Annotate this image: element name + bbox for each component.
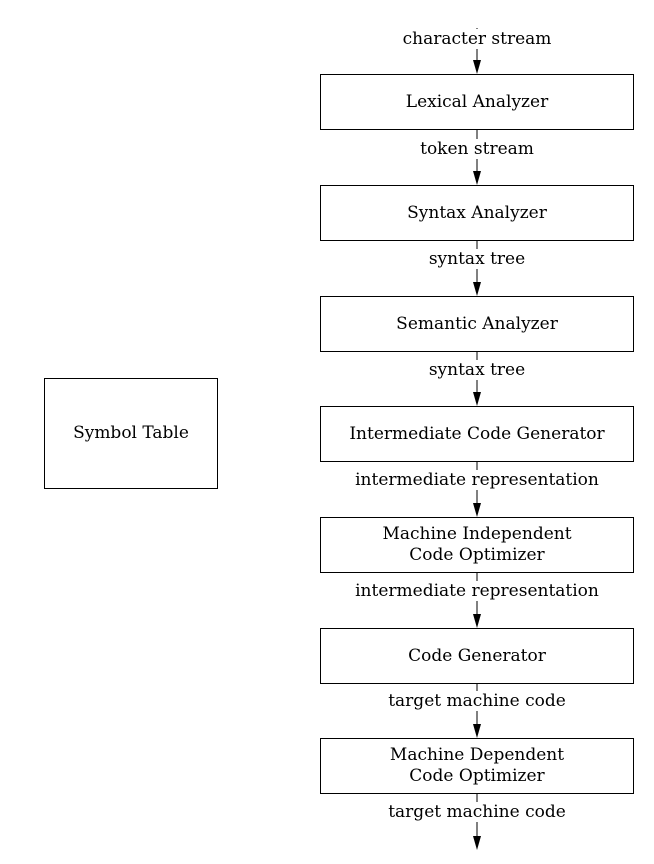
stream-label-target-machine-code: target machine code bbox=[300, 802, 654, 822]
phase-intermediate-code-generator: Intermediate Code Generator bbox=[320, 406, 634, 462]
phase-machine-independent-code-optimizer: Machine Independent Code Optimizer bbox=[320, 517, 634, 573]
phase-line: Lexical Analyzer bbox=[405, 91, 549, 112]
stream-label-token: token stream bbox=[300, 139, 654, 159]
phase-line: Machine Independent bbox=[382, 524, 572, 544]
arrowhead bbox=[473, 614, 481, 628]
phase-line: Code Generator bbox=[408, 645, 546, 666]
arrowhead bbox=[473, 60, 481, 74]
phase-line: Machine Dependent bbox=[389, 745, 565, 765]
arrowhead bbox=[473, 503, 481, 517]
phase-line: Syntax Analyzer bbox=[407, 202, 547, 223]
arrowhead bbox=[473, 171, 481, 185]
arrowhead bbox=[473, 392, 481, 406]
stream-label-character: character stream bbox=[300, 29, 654, 49]
stream-label-intermediate-representation: intermediate representation bbox=[300, 470, 654, 490]
stream-label-intermediate-representation: intermediate representation bbox=[300, 581, 654, 601]
phase-semantic-analyzer: Semantic Analyzer bbox=[320, 296, 634, 352]
arrowhead bbox=[473, 836, 481, 850]
phase-syntax-analyzer: Syntax Analyzer bbox=[320, 185, 634, 241]
phase-lexical-analyzer: Lexical Analyzer bbox=[320, 74, 634, 130]
phase-machine-dependent-code-optimizer: Machine Dependent Code Optimizer bbox=[320, 738, 634, 794]
stream-label-syntax-tree: syntax tree bbox=[300, 249, 654, 269]
phase-code-generator: Code Generator bbox=[320, 628, 634, 684]
symbol-table-label: Symbol Table bbox=[73, 423, 189, 443]
phase-line: Intermediate Code Generator bbox=[349, 423, 605, 444]
symbol-table-box: Symbol Table bbox=[44, 378, 218, 489]
phase-line: Code Optimizer bbox=[409, 766, 545, 786]
phase-line: Code Optimizer bbox=[409, 545, 545, 565]
arrowhead bbox=[473, 724, 481, 738]
stream-label-syntax-tree: syntax tree bbox=[300, 360, 654, 380]
phase-line: Semantic Analyzer bbox=[396, 313, 558, 334]
stream-label-target-machine-code: target machine code bbox=[300, 691, 654, 711]
arrowhead bbox=[473, 282, 481, 296]
